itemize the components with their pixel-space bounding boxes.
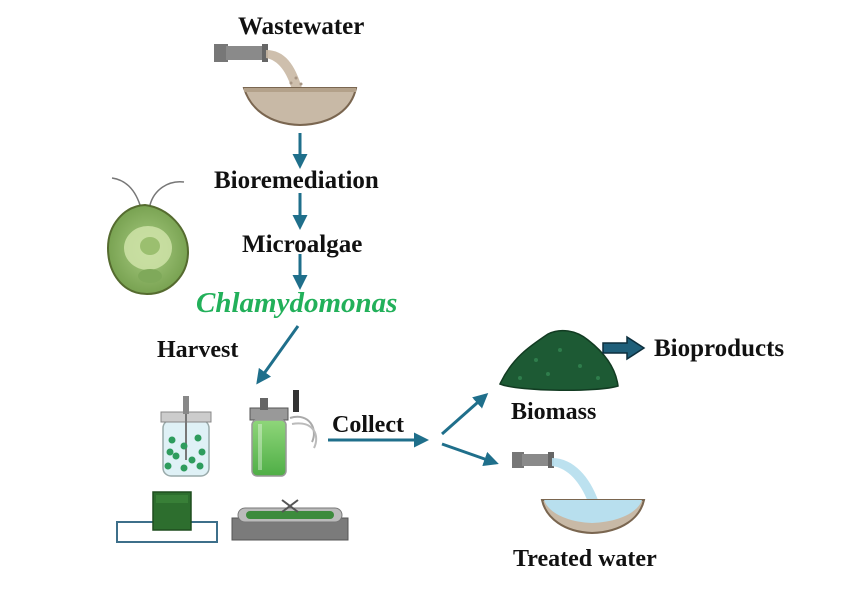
biomass-pile-icon: [498, 329, 619, 392]
bioreactor-icon: [160, 396, 212, 477]
raceway-pond-icon: [231, 499, 349, 541]
label-microalgae: Microalgae: [242, 231, 363, 258]
label-biomass: Biomass: [511, 399, 597, 425]
arrow-harvest: [256, 325, 300, 385]
treated-water-pipe-icon: [512, 452, 598, 502]
label-harvest: Harvest: [157, 337, 239, 363]
algae-cell-icon: [106, 177, 190, 296]
cube-tank-icon: [116, 491, 218, 543]
label-bioremediation: Bioremediation: [214, 167, 379, 194]
label-collect: Collect: [332, 412, 404, 438]
arrow-to-bioproducts: [602, 335, 646, 361]
label-treated-water: Treated water: [513, 546, 657, 572]
arrow-to-biomass: [441, 393, 489, 436]
wastewater-basin-icon: [242, 87, 358, 127]
label-chlamydomonas: Chlamydomonas: [196, 287, 398, 319]
wastewater-pipe-icon: [214, 44, 303, 90]
label-wastewater: Wastewater: [238, 13, 365, 40]
photobioreactor-icon: [249, 390, 318, 477]
label-bioproducts: Bioproducts: [654, 335, 785, 362]
treated-water-basin-icon: [540, 499, 646, 535]
arrow-to-treated-water: [441, 442, 499, 467]
